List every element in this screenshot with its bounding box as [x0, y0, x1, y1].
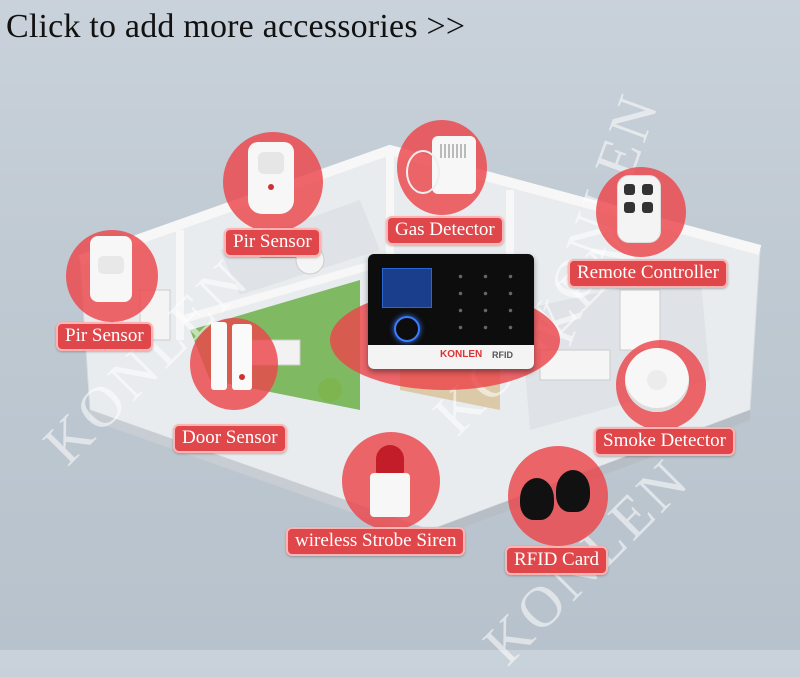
gas-detector-cable-icon — [406, 150, 440, 194]
door-sensor-magnet-icon — [232, 324, 252, 390]
panel-keypad[interactable] — [448, 268, 524, 338]
headline-link[interactable]: Click to add more accessories >> — [6, 8, 466, 45]
remote-controller-icon — [617, 175, 661, 243]
panel-home-button[interactable] — [394, 316, 420, 342]
panel-screen — [382, 268, 432, 308]
rfid-tag-1-icon — [520, 478, 554, 520]
label-smoke-detector[interactable]: Smoke Detector — [594, 427, 735, 456]
pir-sensor-left-icon — [90, 236, 132, 302]
door-sensor-icon — [211, 322, 227, 390]
label-gas-detector[interactable]: Gas Detector — [386, 216, 504, 245]
rfid-tag-2-icon — [556, 470, 590, 512]
panel-base: KONLEN RFID — [368, 345, 534, 369]
alarm-control-panel[interactable]: KONLEN RFID — [368, 254, 534, 369]
label-rfid-card[interactable]: RFID Card — [505, 546, 608, 575]
label-pir-sensor-top[interactable]: Pir Sensor — [224, 228, 321, 257]
label-door-sensor[interactable]: Door Sensor — [173, 424, 287, 453]
panel-brand: KONLEN — [440, 349, 483, 360]
siren-icon — [370, 445, 410, 517]
pir-sensor-icon — [248, 142, 294, 214]
smoke-detector-icon — [625, 348, 689, 412]
label-remote-controller[interactable]: Remote Controller — [568, 259, 728, 288]
panel-rfid: RFID — [492, 350, 513, 360]
label-siren[interactable]: wireless Strobe Siren — [286, 527, 466, 556]
label-pir-sensor-left[interactable]: Pir Sensor — [56, 322, 153, 351]
